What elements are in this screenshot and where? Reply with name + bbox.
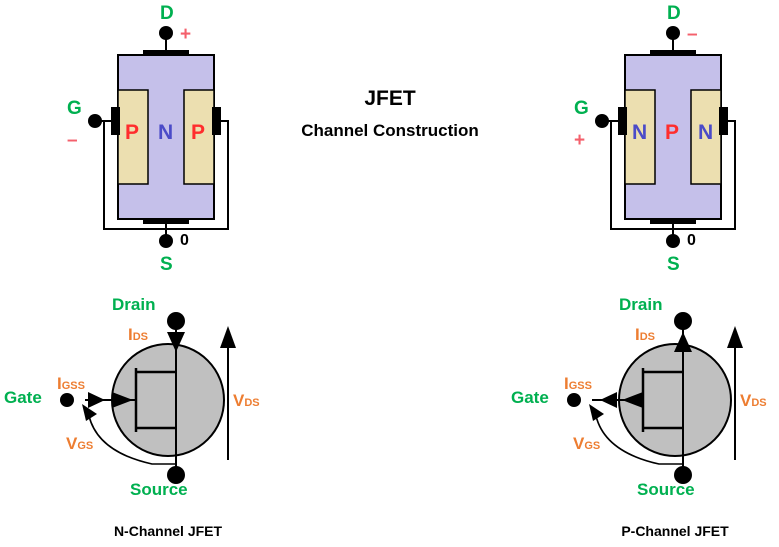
construction-left-region-left: P xyxy=(125,121,140,144)
construction-right-drain-label: D xyxy=(667,3,681,24)
symbol-right-vgs-label: VGS xyxy=(573,435,600,452)
construction-right-region-left: N xyxy=(632,121,648,144)
construction-right-graphics xyxy=(595,26,736,248)
source-terminal-dot-left xyxy=(159,234,173,248)
symbol-left-vds-sub: DS xyxy=(244,397,260,409)
symbol-right-vds-main: V xyxy=(740,391,752,410)
page-title: JFET xyxy=(364,87,416,110)
symbol-left-vgs-main: V xyxy=(66,434,78,453)
vgs-arrow-left xyxy=(82,404,97,421)
symbol-left-igss-label: IGSS xyxy=(57,375,85,392)
gate-terminal-dot-right xyxy=(595,114,609,128)
construction-left-drain-polarity: + xyxy=(180,24,192,45)
symbol-left-gate-label: Gate xyxy=(4,388,42,407)
symbol-left-source-label: Source xyxy=(130,480,188,499)
construction-right-region-right: N xyxy=(698,121,714,144)
construction-left-gate-polarity: – xyxy=(67,130,78,151)
igss-arrow-left xyxy=(88,392,105,408)
symbol-left-vds-label: VDS xyxy=(233,392,260,409)
source-terminal-dot-right xyxy=(666,234,680,248)
symbol-right-igss-label: IGSS xyxy=(564,375,592,392)
gate-terminal-dot-left xyxy=(88,114,102,128)
construction-left-region-center: N xyxy=(158,121,174,144)
symbol-right-graphics xyxy=(567,312,743,484)
construction-left-source-value: 0 xyxy=(180,232,189,249)
symbol-left-vds-main: V xyxy=(233,391,245,410)
symbol-right-vgs-sub: GS xyxy=(584,440,601,452)
igss-arrow-right xyxy=(600,392,617,408)
construction-left-graphics xyxy=(88,26,229,248)
symbol-left-igss-sub: GSS xyxy=(61,380,85,392)
ids-arrow-right xyxy=(674,332,692,352)
symbol-right-igss-sub: GSS xyxy=(568,380,592,392)
drain-dot-left xyxy=(167,312,185,330)
construction-right-source-value: 0 xyxy=(687,232,696,249)
ids-arrow-left xyxy=(167,332,185,352)
construction-right-drain-polarity: – xyxy=(687,24,698,45)
symbol-right-ids-label: IDS xyxy=(635,326,655,343)
symbol-left-drain-label: Drain xyxy=(112,295,156,314)
vds-arrow-right xyxy=(727,326,743,348)
symbol-left-ids-sub: DS xyxy=(132,331,149,343)
gate-junction-arrow-right xyxy=(622,392,643,408)
symbol-left-vgs-label: VGS xyxy=(66,435,93,452)
construction-right-source-label: S xyxy=(667,254,680,275)
page-subtitle: Channel Construction xyxy=(301,121,479,140)
symbol-left-caption: N-Channel JFET xyxy=(113,523,223,539)
construction-right-gate-polarity: + xyxy=(574,130,586,151)
vds-arrow-left xyxy=(220,326,236,348)
source-dot-right xyxy=(674,466,692,484)
vgs-arrow-right xyxy=(589,404,604,421)
symbol-right-gate-label: Gate xyxy=(511,388,549,407)
symbol-left-ids-main: I xyxy=(128,325,133,344)
construction-right-gate-label: G xyxy=(574,98,589,119)
gate-junction-arrow-left xyxy=(112,392,133,408)
construction-left-source-label: S xyxy=(160,254,173,275)
gate-dot-left xyxy=(60,393,74,407)
symbol-right-ids-main: I xyxy=(635,325,640,344)
construction-left-drain-label: D xyxy=(160,3,174,24)
drain-terminal-dot-right xyxy=(666,26,680,40)
construction-left-gate-label: G xyxy=(67,98,82,119)
symbol-right-igss-main: I xyxy=(564,374,569,393)
symbol-right-caption: P-Channel JFET xyxy=(621,523,729,539)
symbol-right-drain-label: Drain xyxy=(619,295,663,314)
drain-terminal-dot-left xyxy=(159,26,173,40)
symbol-right-vgs-main: V xyxy=(573,434,585,453)
drain-dot-right xyxy=(674,312,692,330)
construction-right-region-center: P xyxy=(665,121,680,144)
symbol-left-vgs-sub: GS xyxy=(77,440,94,452)
symbol-right-ids-sub: DS xyxy=(639,331,656,343)
gate-dot-right xyxy=(567,393,581,407)
source-dot-left xyxy=(167,466,185,484)
symbol-right-vds-sub: DS xyxy=(751,397,767,409)
construction-left-region-right: P xyxy=(191,121,206,144)
symbol-left-igss-main: I xyxy=(57,374,62,393)
symbol-left-ids-label: IDS xyxy=(128,326,148,343)
symbol-left-graphics xyxy=(60,312,236,484)
symbol-right-source-label: Source xyxy=(637,480,695,499)
symbol-right-vds-label: VDS xyxy=(740,392,767,409)
